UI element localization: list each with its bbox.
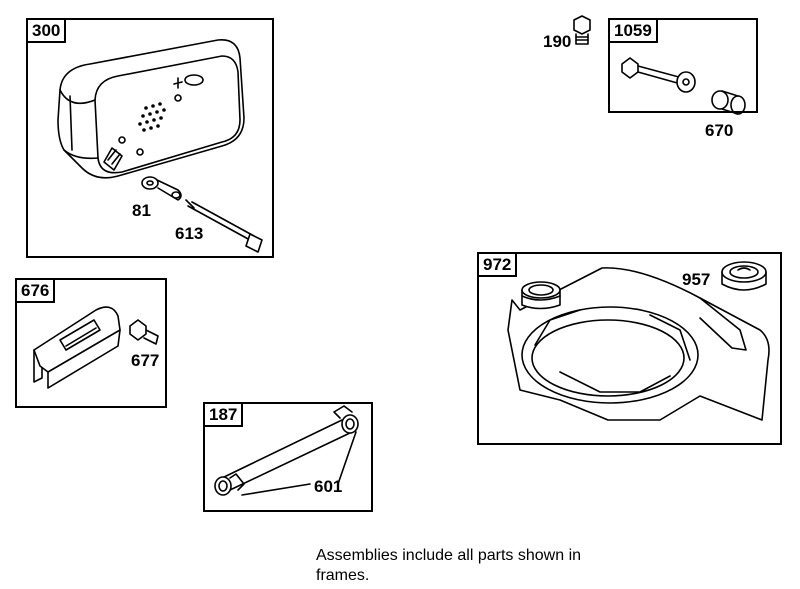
callout-lock-washer: 81 — [132, 201, 151, 220]
spacer-drawing — [712, 91, 745, 114]
stud-screw-drawing — [574, 16, 590, 44]
callout-stud-screw: 190 — [543, 32, 572, 51]
callout-muffler-bolt: 613 — [175, 224, 204, 243]
assembly-note: Assemblies include all parts shown in fr… — [316, 546, 581, 586]
screw-kit-drawing — [622, 58, 695, 92]
fuel-tank-frame — [477, 252, 782, 445]
muffler-drawing — [58, 40, 244, 178]
breather-tube-frame-label: 187 — [203, 402, 244, 427]
callout-guard-screw: 677 — [131, 351, 160, 370]
muffler-bolt-drawing — [186, 200, 262, 252]
guard-drawing — [34, 307, 120, 388]
guard-screw-drawing — [130, 320, 158, 344]
fuel-cap-drawing — [722, 262, 766, 290]
screw-kit-frame — [608, 18, 758, 113]
muffler-frame-label: 300 — [26, 18, 67, 43]
breather-tube-frame — [203, 402, 373, 512]
screw-kit-frame-label: 1059 — [608, 18, 658, 43]
callout-spacer: 670 — [705, 121, 734, 140]
fuel-tank-frame-label: 972 — [477, 252, 518, 277]
guard-frame — [15, 278, 167, 408]
callout-fuel-cap: 957 — [682, 270, 711, 289]
guard-frame-label: 676 — [15, 278, 56, 303]
assembly-note-line-2: frames. — [316, 567, 370, 584]
assembly-note-line-1: Assemblies include all parts shown in — [316, 547, 582, 564]
muffler-frame — [26, 18, 274, 258]
lock-washer-drawing — [142, 177, 181, 200]
callout-tube-clamp: 601 — [314, 477, 343, 496]
breather-tube-drawing — [215, 406, 358, 495]
fuel-tank-drawing — [508, 268, 769, 420]
